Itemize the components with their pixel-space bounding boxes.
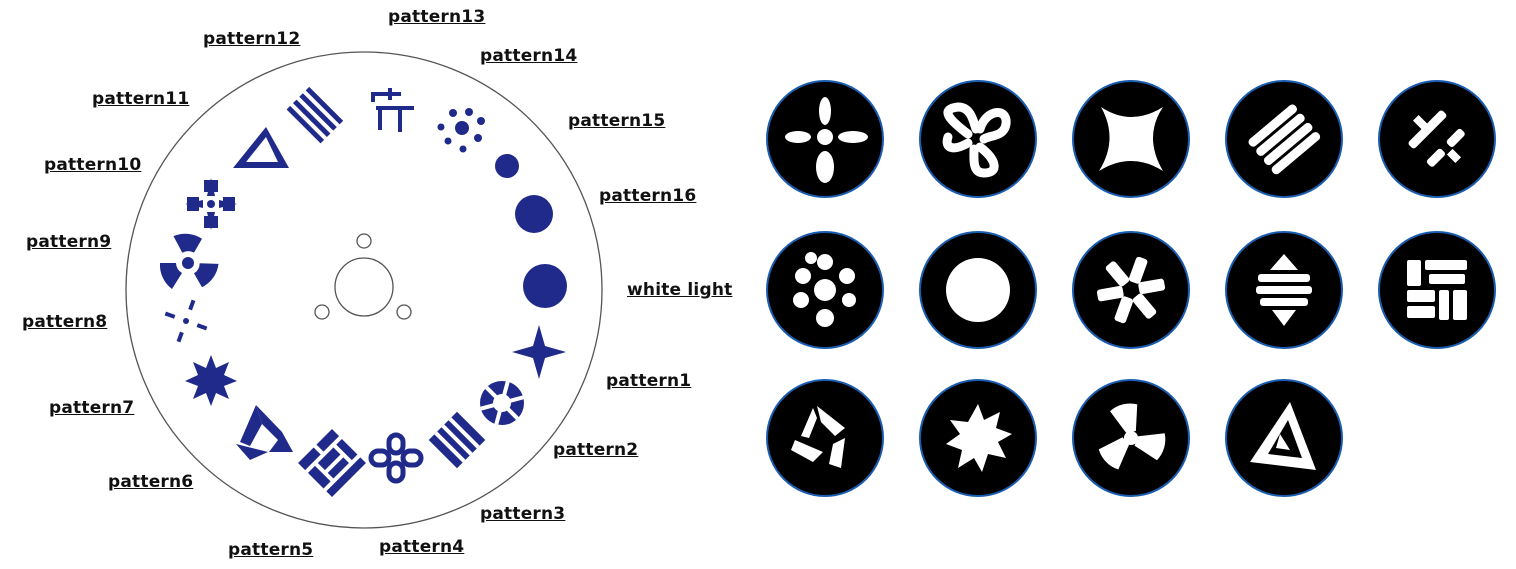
pattern12-symbol (286, 86, 344, 144)
pattern2-symbol (480, 381, 524, 425)
pattern3-symbol (428, 411, 486, 469)
impossible-triangle-icon (1225, 379, 1343, 497)
ten-point-star-icon (919, 379, 1037, 497)
pattern1-symbol (512, 325, 566, 379)
blocks-icon (1378, 231, 1496, 349)
label-pattern2: pattern2 (553, 440, 639, 460)
pattern6-symbol (236, 405, 293, 460)
split-bars-icon (1378, 80, 1496, 198)
wheel-mount-hole-right (396, 304, 412, 320)
label-pattern14: pattern14 (480, 46, 578, 66)
pattern13-symbol (371, 88, 414, 132)
pattern11-symbol (233, 127, 289, 168)
diamond-stack-icon (1225, 231, 1343, 349)
label-pattern9: pattern9 (26, 232, 112, 252)
diagonal-bars-icon (1225, 80, 1343, 198)
label-pattern6: pattern6 (108, 472, 194, 492)
gobo-wheel-svg (125, 51, 603, 529)
spiral-wedges-icon (1072, 231, 1190, 349)
fan-cross-icon (766, 80, 884, 198)
gobo-wheel-diagram: pattern13 pattern12 pattern14 pattern11 … (0, 0, 760, 564)
label-pattern4: pattern4 (379, 537, 465, 557)
label-pattern11: pattern11 (92, 89, 190, 109)
label-pattern3: pattern3 (480, 504, 566, 524)
pattern10-symbol (185, 178, 237, 230)
label-pattern13: pattern13 (388, 7, 486, 27)
pattern14-symbol (437, 108, 485, 153)
four-point-star-icon (1072, 80, 1190, 198)
label-pattern10: pattern10 (44, 155, 142, 175)
pattern9-symbol (159, 233, 219, 289)
label-pattern16: pattern16 (599, 186, 697, 206)
label-pattern12: pattern12 (203, 29, 301, 49)
pattern16-symbol (515, 195, 553, 233)
label-pattern15: pattern15 (568, 111, 666, 131)
pattern7-symbol (185, 355, 237, 406)
pattern4-symbol (368, 432, 424, 484)
knot-icon (919, 80, 1037, 198)
white-light-symbol (523, 264, 567, 308)
label-pattern5: pattern5 (228, 540, 314, 560)
label-white-light: white light (627, 280, 733, 300)
pattern15-symbol (495, 154, 519, 178)
wheel-mount-hole-left (314, 304, 330, 320)
projection-grid (760, 0, 1516, 564)
dot-cluster-icon (766, 231, 884, 349)
three-blade-fan-icon (1072, 379, 1190, 497)
pattern5-symbol (298, 429, 366, 497)
label-pattern1: pattern1 (606, 371, 692, 391)
wheel-outline (125, 51, 603, 529)
label-pattern7: pattern7 (49, 398, 135, 418)
wheel-center-hole (334, 257, 394, 317)
pattern8-symbol (164, 299, 208, 343)
wheel-mount-hole-top (356, 233, 372, 249)
label-pattern8: pattern8 (22, 312, 108, 332)
solid-circle-icon (919, 231, 1037, 349)
triangle-swirl-icon (766, 379, 884, 497)
